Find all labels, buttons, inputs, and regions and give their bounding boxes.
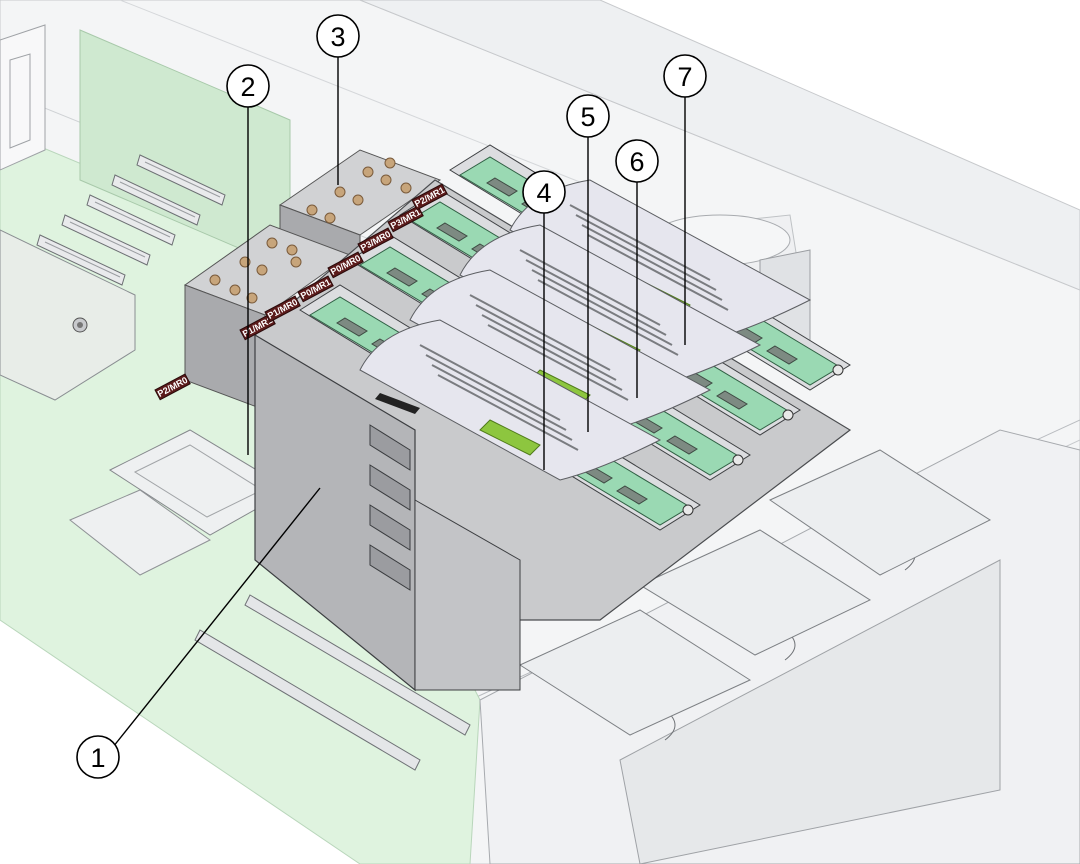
memory-risers	[299, 144, 851, 531]
label-text-line	[469, 294, 611, 371]
label-text-line	[525, 259, 667, 336]
cpu-socket	[69, 429, 291, 576]
dimm-chip	[766, 345, 798, 365]
label-text-line	[581, 224, 723, 301]
board-label-bg	[327, 251, 364, 279]
callout-3-label: 3	[330, 22, 345, 52]
board-label-bg	[264, 295, 301, 323]
heatsink-upper	[278, 149, 442, 261]
board-label-bg	[154, 373, 191, 401]
label-text-line	[425, 354, 567, 431]
label-text-line	[475, 304, 617, 381]
callout-5: 5	[566, 94, 610, 138]
callout-1-label: 1	[90, 743, 105, 773]
ejector-latch	[682, 504, 694, 516]
memory-riser-assembly: P1/MR1P1/MR0P0/MR1P0/MR0P3/MR0P3/MR1P2/M…	[154, 144, 852, 692]
callout-7: 7	[663, 54, 707, 98]
drive-bays	[479, 429, 1080, 864]
rear-io-brackets	[0, 24, 46, 171]
callout-7-label: 7	[677, 62, 692, 92]
ejector-latch	[782, 409, 794, 421]
label-text-line	[487, 324, 629, 401]
daughter-board	[0, 229, 136, 401]
label-text-line	[481, 314, 623, 391]
callout-leaders	[112, 56, 686, 748]
label-text-line	[531, 269, 673, 346]
ejector-latch	[832, 364, 844, 376]
ejector-latch	[732, 454, 744, 466]
dimm-chip	[666, 435, 698, 455]
push-tab	[479, 419, 541, 456]
board-label-bg	[411, 183, 448, 211]
callout-4-label: 4	[536, 178, 551, 208]
dimm-chip	[486, 177, 518, 197]
dimm-chip	[436, 222, 468, 242]
callout-3: 3	[316, 14, 360, 58]
label-text-line	[537, 279, 679, 356]
pcie-slots	[36, 154, 226, 286]
label-text-line	[437, 374, 579, 451]
label-text-line	[575, 214, 717, 291]
board-label-bg	[387, 205, 424, 233]
callout-5-label: 5	[580, 102, 595, 132]
dimm-chip	[716, 390, 748, 410]
label-text-line	[569, 204, 711, 281]
label-text-line	[431, 364, 573, 441]
label-text-line	[587, 234, 729, 311]
callout-6-label: 6	[629, 147, 644, 177]
callout-2-label: 2	[240, 72, 255, 102]
dimm-chip	[616, 485, 648, 505]
callout-1: 1	[76, 735, 120, 779]
heatsink-lower	[183, 224, 352, 411]
heatsinks	[183, 149, 442, 411]
memory-riser-4	[299, 284, 701, 531]
dimm-chip	[336, 317, 368, 337]
board-label-bg	[297, 275, 334, 303]
memory-riser-3	[349, 234, 751, 481]
callout-6: 6	[615, 139, 659, 183]
dimm-chip	[386, 267, 418, 287]
callout-4: 4	[522, 170, 566, 214]
board-label-bg	[357, 227, 394, 255]
callout-2: 2	[226, 64, 270, 108]
riser-id-strip	[375, 393, 420, 414]
label-text-line	[419, 344, 561, 421]
